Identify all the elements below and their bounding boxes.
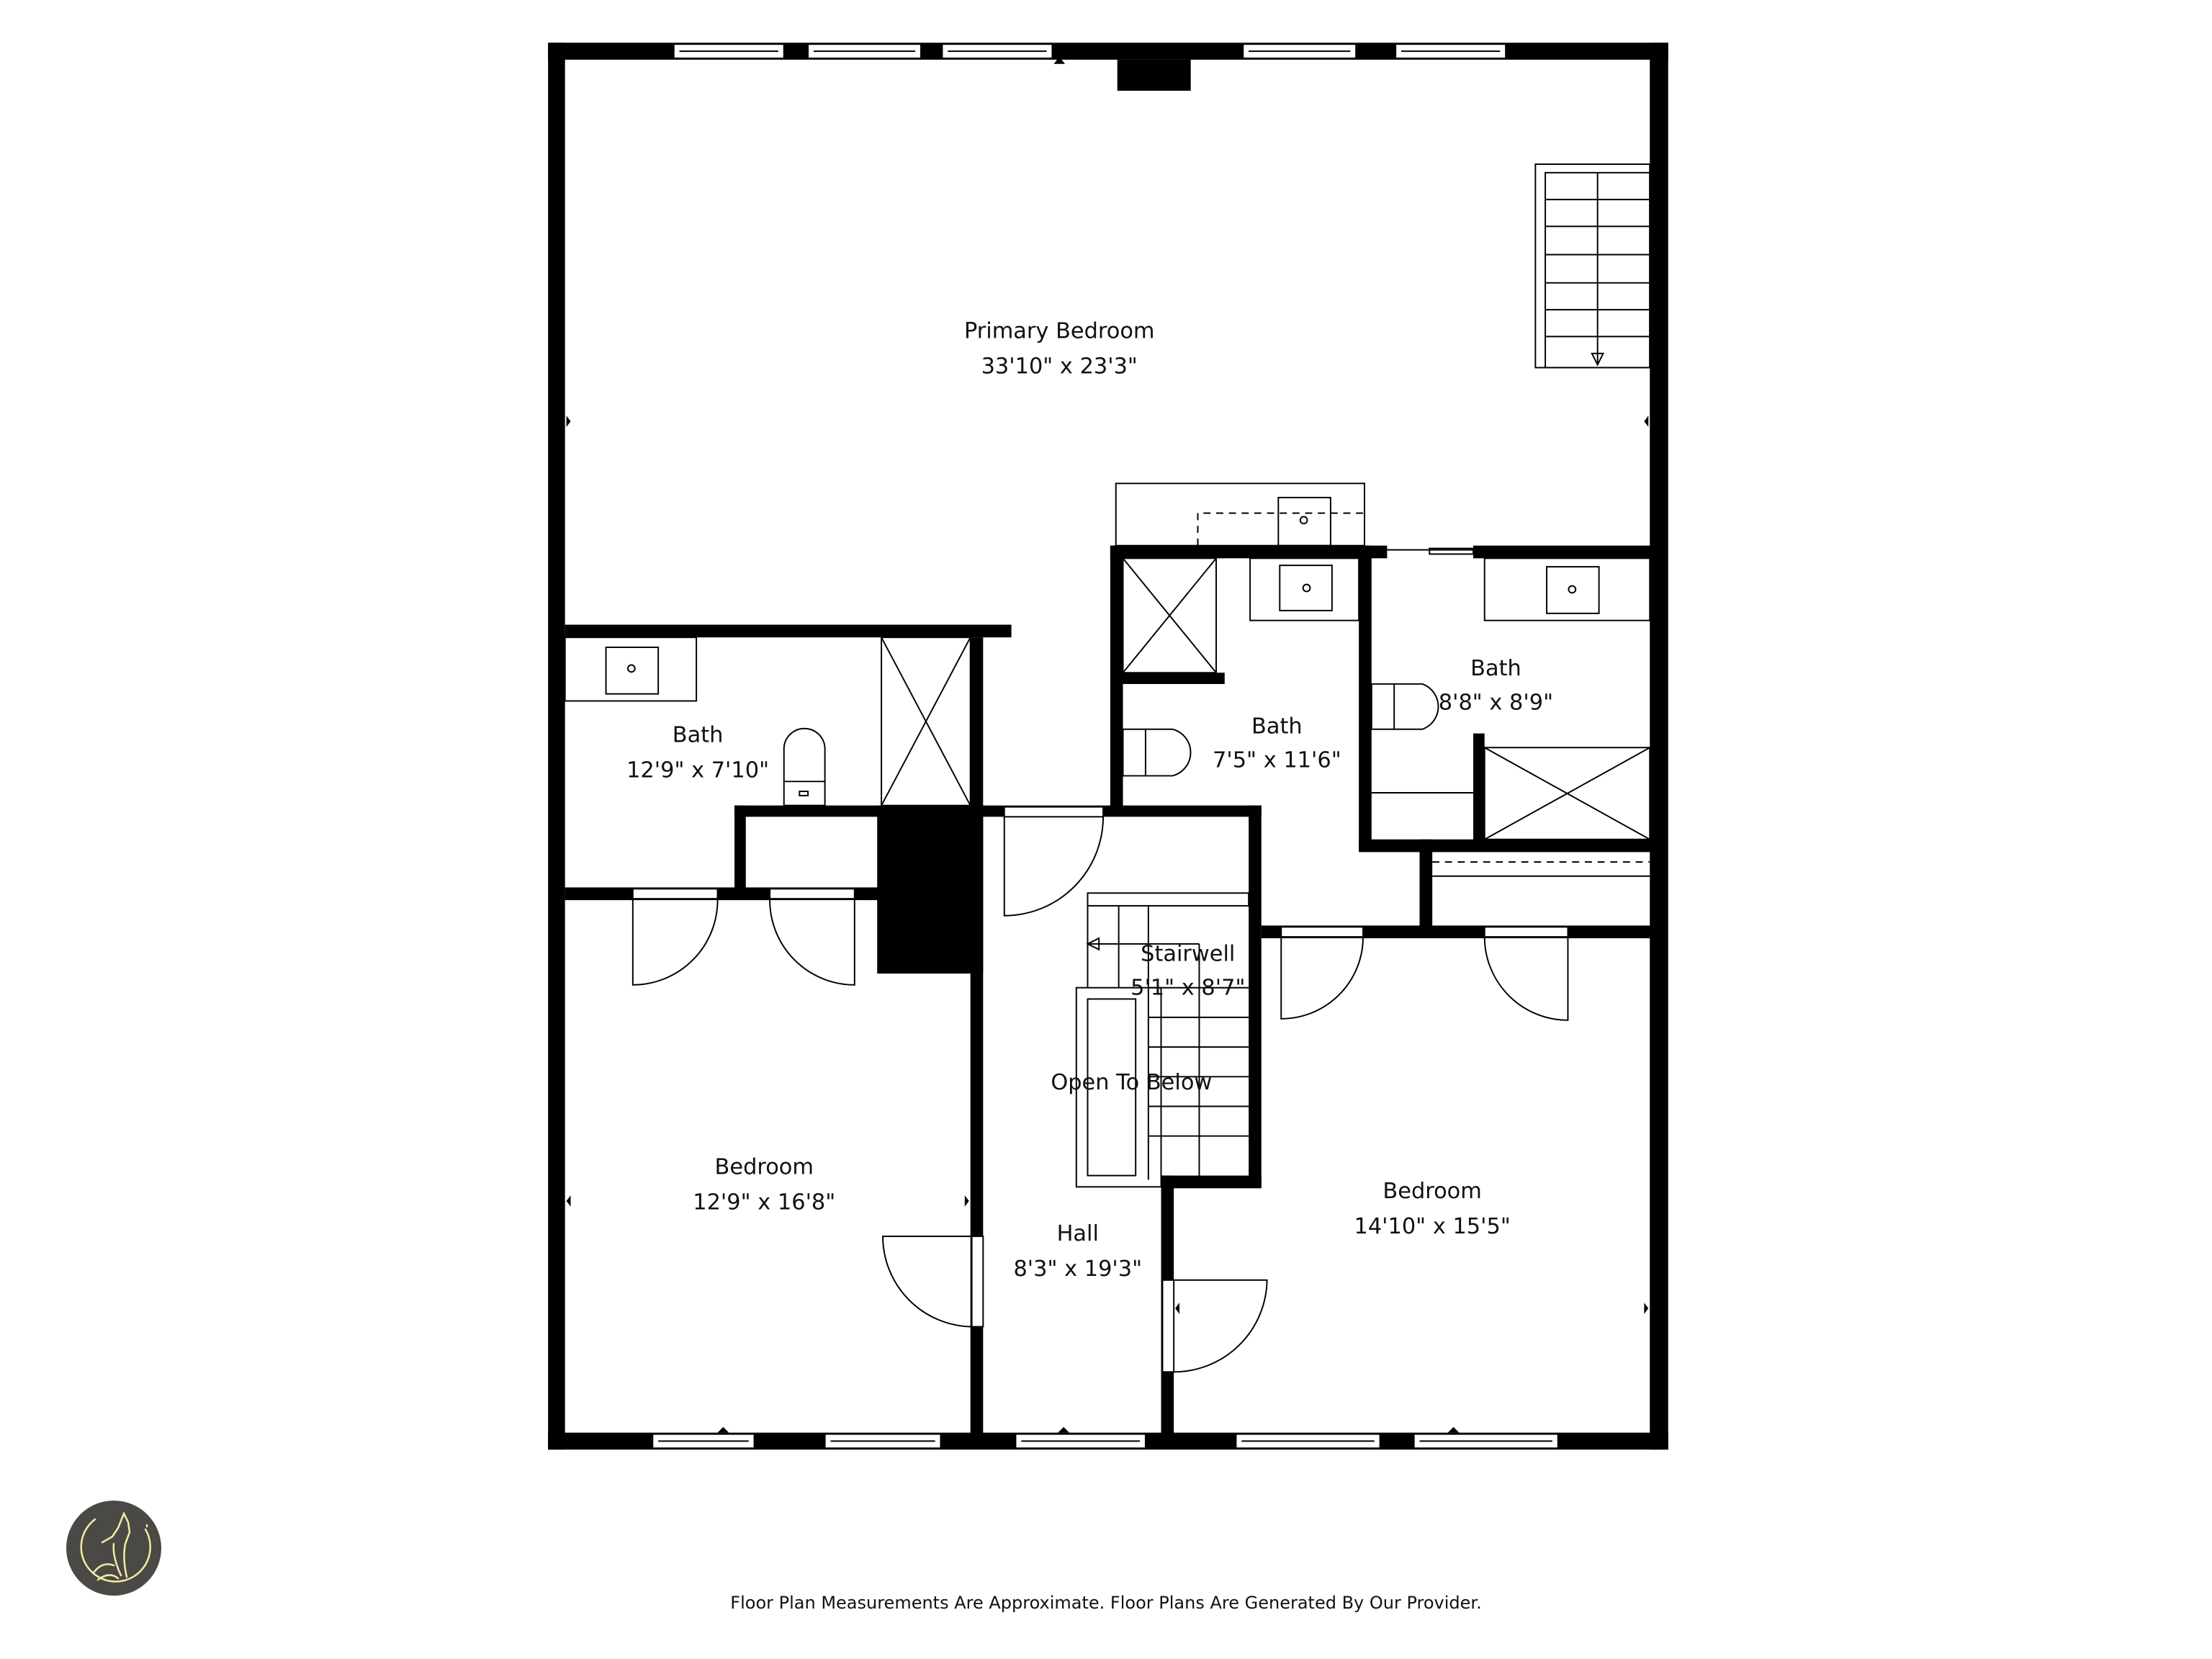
primary-vanity <box>1115 482 1365 547</box>
room-name-bedroom-left: Bedroom <box>715 1155 814 1180</box>
room-dims-bath-right: 8'8" x 8'9" <box>1439 690 1553 715</box>
room-labels: Primary Bedroom 33'10" x 23'3" Bath 12'9… <box>626 318 1553 1282</box>
bath-left-fixtures <box>564 637 971 806</box>
right-closet <box>1432 861 1650 877</box>
room-name-bath-left: Bath <box>673 722 724 747</box>
doors <box>631 806 1569 1373</box>
room-dims-stairwell: 5'1" x 8'7" <box>1130 976 1245 1001</box>
room-dims-bath-center: 7'5" x 11'6" <box>1213 748 1341 773</box>
room-name-bath-right: Bath <box>1470 656 1521 681</box>
room-dims-bath-left: 12'9" x 7'10" <box>626 757 769 783</box>
room-name-stairwell: Stairwell <box>1141 941 1235 966</box>
stairwell-stairs <box>1075 892 1250 1188</box>
primary-stairs <box>1534 163 1651 369</box>
room-dims-primary-bedroom: 33'10" x 23'3" <box>981 354 1138 379</box>
bath-right-fixtures <box>1370 547 1651 840</box>
bottom-windows <box>652 1433 1559 1449</box>
top-windows <box>673 43 1507 59</box>
bath-center-fixtures <box>1122 557 1360 777</box>
room-name-open-to-below: Open To Below <box>1051 1070 1212 1095</box>
room-dims-bedroom-left: 12'9" x 16'8" <box>693 1190 835 1215</box>
room-name-bedroom-right: Bedroom <box>1382 1179 1481 1204</box>
room-name-hall: Hall <box>1057 1221 1099 1246</box>
brand-logo <box>66 1501 161 1596</box>
measure-markers <box>566 56 1649 1433</box>
room-dims-hall: 8'3" x 19'3" <box>1013 1256 1142 1282</box>
room-dims-bedroom-right: 14'10" x 15'5" <box>1354 1214 1510 1239</box>
disclaimer-text: Floor Plan Measurements Are Approximate.… <box>730 1593 1482 1613</box>
howling-wolf-icon <box>80 1511 151 1583</box>
room-name-bath-center: Bath <box>1251 714 1303 739</box>
room-name-primary-bedroom: Primary Bedroom <box>964 318 1155 343</box>
